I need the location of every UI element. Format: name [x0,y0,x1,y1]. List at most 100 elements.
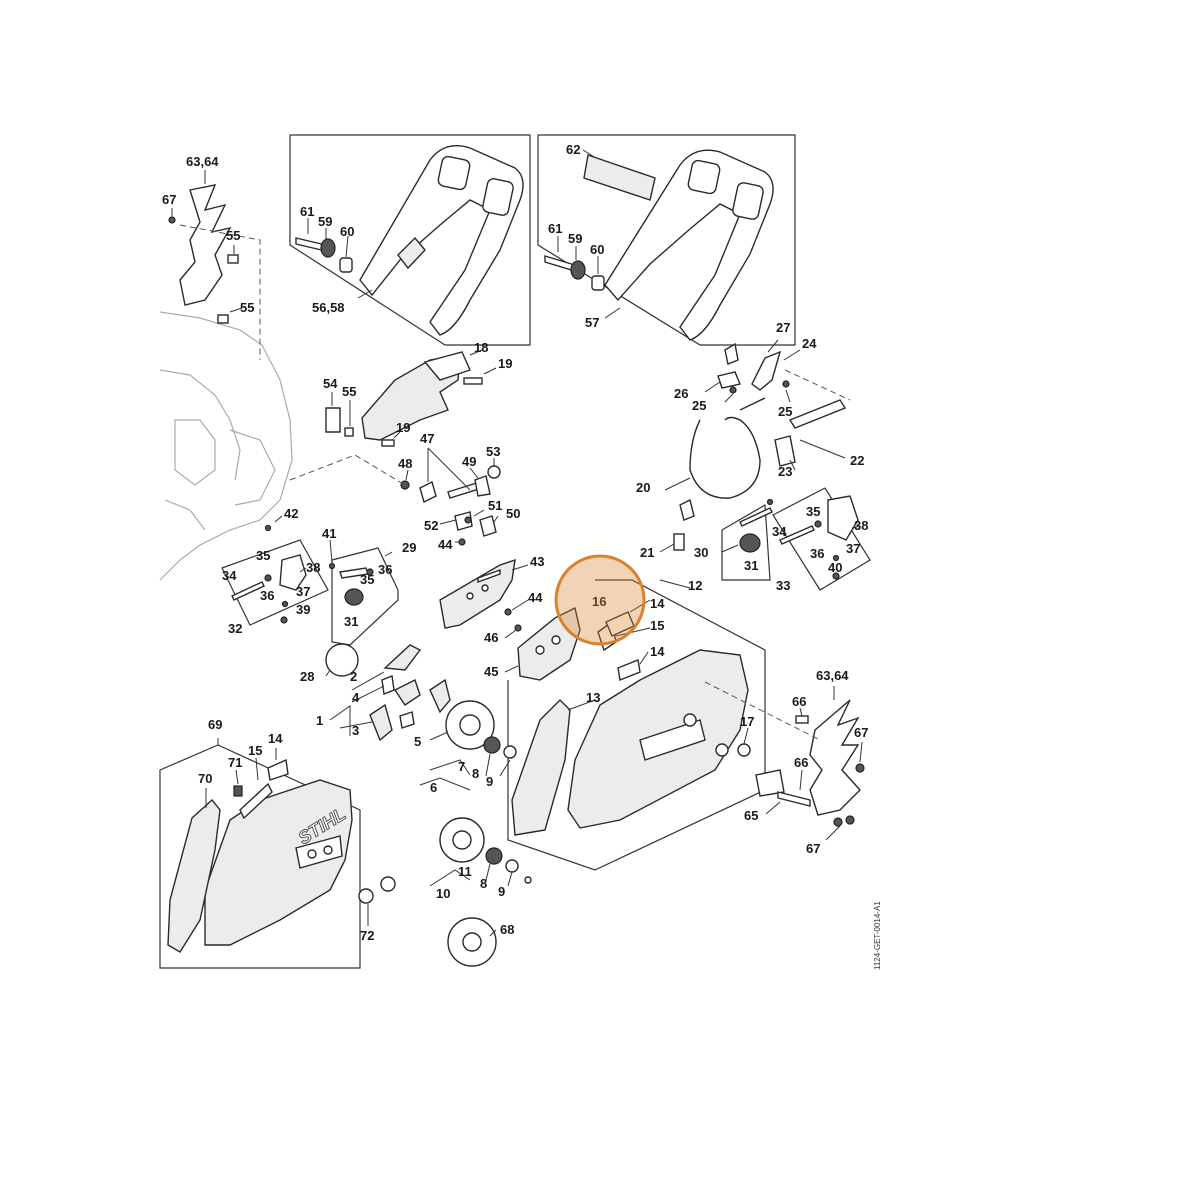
clutch-drum-5-hub [459,714,481,736]
spring-59-left [320,238,336,258]
sleeve-23 [774,435,796,467]
label-36a: 36 [260,588,274,603]
label-55b: 55 [240,300,254,315]
pump-rod-34a [231,581,265,601]
handguard-box-left [289,134,531,346]
label-44b: 44 [528,590,543,605]
part-26 [717,371,741,389]
label-37b: 37 [846,541,860,556]
pin-42 [264,524,272,532]
label-49: 49 [462,454,476,469]
label-19b: 19 [396,420,410,435]
nut-72-b [380,876,396,892]
spring-22 [788,399,847,429]
chain-catcher-13 [511,699,571,836]
handguard-window-2 [482,178,514,216]
bracket-63-64-top [168,170,261,360]
label-40: 40 [828,560,842,575]
oil-pump-box-33 [772,487,871,591]
label-69: 69 [208,717,222,732]
label-72: 72 [360,928,374,943]
label-7: 7 [458,759,465,774]
rim-sprocket-11-hub [452,830,472,850]
label-9a: 9 [486,774,493,789]
plate-45-hole-a [535,645,545,655]
label-15a: 15 [650,618,664,633]
bearing-8b [485,847,503,865]
sleeve-65 [755,769,785,797]
spike-bracket-bottom [809,699,861,816]
label-4: 4 [352,690,360,705]
label-67a: 67 [162,192,176,207]
label-48: 48 [398,456,412,471]
label-32: 32 [228,621,242,636]
label-35b: 35 [360,572,374,587]
label-61b: 61 [548,221,562,236]
spring-35b [366,568,374,576]
spring-35a [264,574,272,582]
sprocket-cover-69 [204,779,353,946]
sprocket-cover-assembly-69: STIHL [159,738,361,969]
cover-recess-69 [295,835,343,869]
label-63-64-bottom: 63,64 [816,668,849,683]
label-10: 10 [436,886,450,901]
screw-40 [832,572,840,580]
label-50: 50 [506,506,520,521]
label-14c: 14 [268,731,283,746]
clip-9b [524,876,532,884]
label-60: 60 [340,224,354,239]
washer-9b [505,859,519,873]
drawing-code: 1124-GET-0014-A1 [873,901,882,970]
washer-9a [503,745,517,759]
screw-55-a [227,254,239,264]
label-55c: 55 [342,384,356,399]
label-70: 70 [198,771,212,786]
chain-catcher-70 [167,798,221,953]
screw-19-b [381,439,395,447]
label-47: 47 [420,431,434,446]
label-26: 26 [674,386,688,401]
oil-pump-assembly-29 [328,539,399,646]
cover-69-hole-b [323,845,333,855]
label-13: 13 [586,690,600,705]
pin-51 [464,516,472,524]
label-6: 6 [430,780,437,795]
sticker-14b [617,659,641,681]
nut-72-a [358,888,374,904]
cover-69-hole-a [307,849,317,859]
screw-66-a [795,715,809,724]
label-54: 54 [323,376,338,391]
screw-44b [504,608,512,616]
pin-30 [766,498,774,506]
label-29: 29 [402,540,416,555]
label-14b: 14 [650,644,665,659]
engine-housing-outline [159,311,293,581]
label-15b: 15 [248,743,262,758]
clip-25a [729,386,737,394]
label-68: 68 [500,922,514,937]
label-63-64-top: 63,64 [186,154,219,169]
label-28: 28 [300,669,314,684]
handguard-box-right [537,134,796,346]
plate-45-hole-b [551,635,561,645]
cover-nut-hole [683,713,697,727]
worm-31b [739,533,761,553]
label-30: 30 [694,545,708,560]
pin-48 [400,480,410,490]
label-62: 62 [566,142,580,157]
label-5: 5 [414,734,421,749]
sleeve-60-right [591,275,605,291]
screw-19-a [463,377,483,385]
screw-21 [673,533,685,551]
pin-41 [328,562,336,570]
brake-band-end [679,498,695,521]
label-66b: 66 [794,755,808,770]
label-45: 45 [484,664,498,679]
sleeve-60-left [339,257,353,273]
label-44a: 44 [438,537,453,552]
nut-17-b [737,743,751,757]
label-36c: 36 [810,546,824,561]
oil-pump-box-30 [721,503,771,581]
clutch-shoe-2a [383,644,422,671]
label-23: 23 [778,464,792,479]
